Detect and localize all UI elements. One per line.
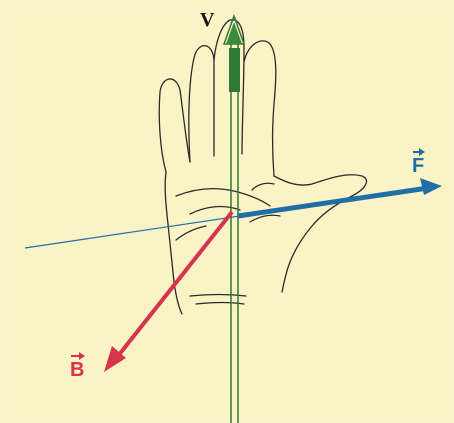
force-vector	[25, 178, 442, 248]
field-vector	[104, 212, 232, 372]
field-label-text: B	[70, 360, 84, 380]
velocity-label: V	[200, 10, 214, 30]
force-label-text: F	[412, 156, 424, 176]
hand-outline-icon	[159, 20, 366, 314]
field-label: B	[70, 360, 84, 380]
force-label: F	[412, 156, 424, 176]
